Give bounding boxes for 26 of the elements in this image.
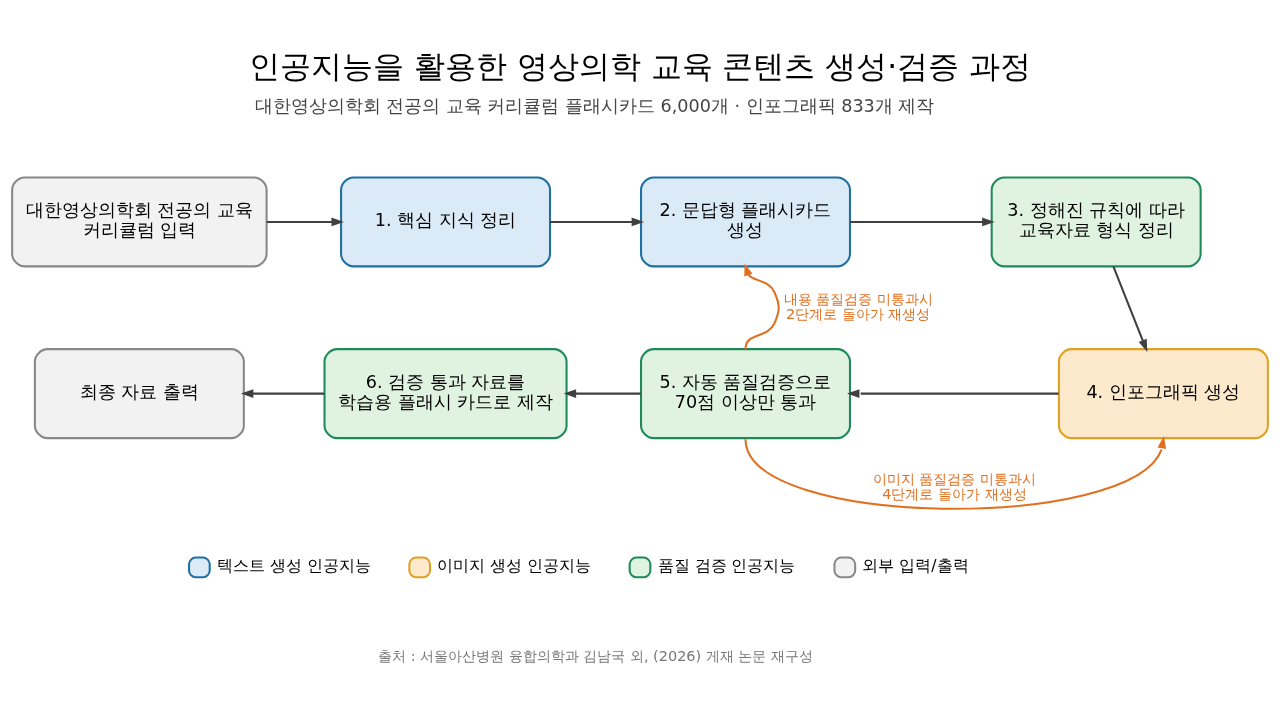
arrow: [847, 389, 1059, 398]
arrow: [240, 389, 325, 398]
label: 대한영상의학회 전공의 교육 커리큘럼 플래시카드 6,000개 · 인포그래픽 833개 제작: [254, 95, 935, 116]
arrow: [1112, 266, 1148, 352]
arrow: [744, 263, 780, 350]
arrow: [550, 217, 645, 227]
node-box: 2. 문답형 플래시카드 생성: [640, 176, 851, 268]
node-box: 대한영상의학회 전공의 교육 커리큘럼 입력: [11, 176, 268, 268]
legend-label: 이미지 생성 인공지능: [437, 557, 592, 576]
edge-label: 내용 품질검증 미통과시 2단계로 돌아가 재생성: [783, 290, 933, 323]
node-box: 5. 자동 품질검증으로 70점 이상만 통과: [640, 348, 851, 440]
arrow: [744, 436, 1167, 510]
arrow: [266, 217, 344, 227]
node-box: 최종 자료 출력: [33, 348, 245, 440]
legend-label: 품질 검증 인공지능: [657, 557, 796, 576]
arrow: [850, 217, 995, 227]
legend-label: 외부 입력/출력: [862, 557, 969, 576]
legend-label: 텍스트 생성 인공지능: [216, 557, 371, 576]
node-box: 6. 검증 통과 자료를 학습용 플래시 카드로 제작: [323, 348, 568, 440]
node-box: 4. 인포그래픽 생성: [1057, 348, 1269, 440]
diagram-title: 인공지능을 활용한 영상의학 교육 콘텐츠 생성·검증 과정: [248, 48, 1032, 85]
edge-label: 이미지 품질검증 미통과시 4단계로 돌아가 재생성: [872, 470, 1037, 503]
node-box: 1. 핵심 지식 정리: [340, 176, 552, 268]
node-box: 3. 정해진 규칙에 따라 교육자료 형식 정리: [990, 176, 1202, 268]
caption: 출처 : 서울아산병원 융합의학과 김남국 외, (2026) 게재 논문 재구성: [378, 647, 814, 664]
arrow: [563, 389, 641, 398]
